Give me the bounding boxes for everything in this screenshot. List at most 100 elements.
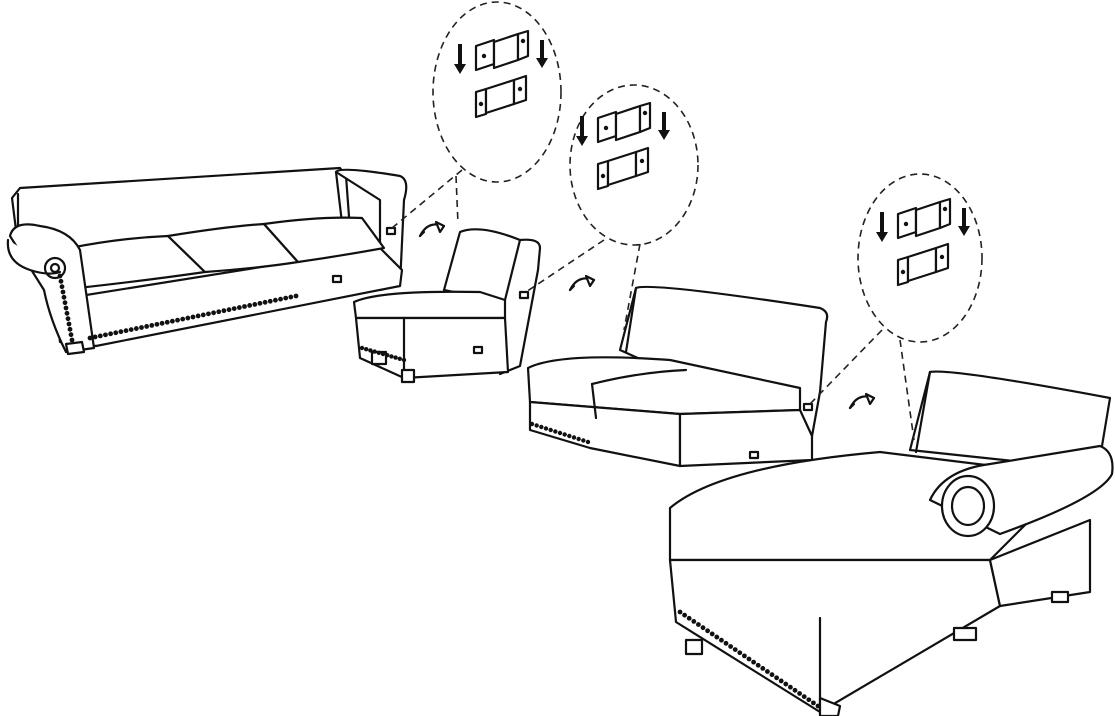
nailhead <box>258 301 263 306</box>
nailhead <box>747 657 752 662</box>
nailhead <box>572 435 576 439</box>
nailhead <box>377 351 381 355</box>
nailhead <box>283 296 288 301</box>
nailhead <box>227 307 232 312</box>
nailhead <box>242 304 247 309</box>
nailhead <box>294 294 299 299</box>
nailhead <box>124 328 129 333</box>
nailhead <box>788 685 793 690</box>
nailhead <box>581 438 585 442</box>
nailhead <box>175 318 180 323</box>
nailhead <box>206 311 211 316</box>
nailhead <box>263 300 268 305</box>
nailhead <box>385 353 389 357</box>
nailhead <box>682 613 687 618</box>
nailhead <box>816 704 821 709</box>
nailhead <box>237 305 242 310</box>
curved-arrow-icon <box>850 394 874 408</box>
nailhead <box>802 694 807 699</box>
nailhead <box>61 290 66 295</box>
nailhead <box>389 354 393 358</box>
nailhead <box>701 625 706 630</box>
nailhead <box>765 669 770 674</box>
nailhead <box>558 431 562 435</box>
nailhead <box>548 428 552 432</box>
left-arm-sofa <box>8 168 406 354</box>
nailhead <box>268 299 273 304</box>
nailhead <box>368 348 372 352</box>
nailhead <box>760 666 765 671</box>
connector-detail-1 <box>392 2 561 228</box>
nailhead <box>63 300 68 305</box>
nailhead <box>288 295 293 300</box>
nailhead <box>372 349 376 353</box>
nailhead <box>247 303 252 308</box>
nailhead <box>806 697 811 702</box>
nailhead <box>201 313 206 318</box>
nailhead <box>364 347 368 351</box>
nailhead <box>756 663 761 668</box>
nailhead <box>139 325 144 330</box>
nailhead <box>170 319 175 324</box>
nailhead <box>155 322 160 327</box>
nailhead <box>129 327 134 332</box>
nailhead <box>402 358 406 362</box>
nailhead <box>93 335 98 340</box>
nailhead <box>534 423 538 427</box>
nailhead <box>719 638 724 643</box>
nailhead <box>65 311 70 316</box>
nailhead <box>134 326 139 331</box>
nailhead <box>278 297 283 302</box>
nailhead <box>710 632 715 637</box>
nailhead <box>737 650 742 655</box>
nailhead <box>774 675 779 680</box>
nailhead <box>222 308 227 313</box>
nailhead <box>180 317 185 322</box>
nailhead <box>66 316 71 321</box>
nailhead <box>119 329 124 334</box>
nailhead <box>196 314 201 319</box>
nailhead <box>360 346 364 350</box>
nailhead <box>185 316 190 321</box>
nailhead <box>144 324 149 329</box>
nailhead <box>232 306 237 311</box>
nailhead <box>530 422 534 426</box>
nailhead <box>770 672 775 677</box>
nailhead <box>576 437 580 441</box>
nailhead <box>216 309 221 314</box>
nailhead <box>687 616 692 621</box>
nailhead <box>696 622 701 627</box>
nailhead <box>562 432 566 436</box>
nailhead <box>98 334 103 339</box>
nailhead <box>381 352 385 356</box>
nailhead <box>108 331 113 336</box>
nailhead <box>88 336 93 341</box>
nailhead <box>59 279 64 284</box>
nailhead <box>728 644 733 649</box>
nailhead <box>793 688 798 693</box>
nailhead <box>783 682 788 687</box>
nailhead <box>62 295 67 300</box>
nailhead <box>733 647 738 652</box>
nailhead <box>211 310 216 315</box>
nailhead <box>797 691 802 696</box>
nailhead <box>751 660 756 665</box>
nailhead <box>70 338 75 343</box>
nailhead <box>779 679 784 684</box>
nailhead <box>393 355 397 359</box>
nailhead <box>811 700 816 705</box>
nailhead <box>567 434 571 438</box>
nailhead <box>586 440 590 444</box>
nailhead <box>544 426 548 430</box>
nailhead <box>113 330 118 335</box>
nailhead <box>553 429 557 433</box>
nailhead <box>160 321 165 326</box>
nailhead <box>191 315 196 320</box>
nailhead <box>58 274 63 279</box>
nailhead <box>398 357 402 361</box>
nailhead <box>678 610 683 615</box>
nailhead <box>103 332 108 337</box>
curved-arrow-icon <box>570 276 594 290</box>
nailhead <box>67 322 72 327</box>
